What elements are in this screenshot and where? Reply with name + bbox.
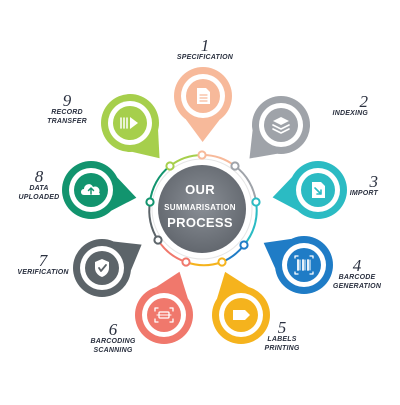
step-9-text-line1: RECORD bbox=[51, 109, 83, 116]
ring-segment-5 bbox=[185, 261, 223, 267]
step-4-text-line2: GENERATION bbox=[332, 282, 382, 290]
layers-icon bbox=[272, 117, 290, 134]
step-8-text-line2: UPLOADED bbox=[18, 193, 60, 201]
step-2-pin-tip bbox=[249, 130, 278, 159]
step-7-number: 7 bbox=[38, 251, 48, 270]
step-6-text-line1: BARCODING bbox=[90, 338, 136, 345]
step-5-label: 5 LABELS PRINTING bbox=[252, 319, 312, 353]
ring-node-6 bbox=[181, 257, 191, 267]
shield-check-icon bbox=[95, 259, 109, 277]
step-1-label: 1 SPECIFICATION bbox=[165, 37, 245, 63]
step-3-pin-tip bbox=[272, 177, 298, 211]
scanner-icon bbox=[154, 307, 174, 323]
step-4-pin-core bbox=[287, 248, 321, 282]
step-2-label: 2 INDEXING bbox=[298, 93, 368, 119]
step-8-pin bbox=[62, 161, 137, 219]
step-9-text-line2: TRANSFER bbox=[47, 117, 87, 125]
barcode-icon bbox=[294, 255, 314, 275]
ring-node-7 bbox=[153, 235, 163, 245]
step-1-text: SPECIFICATION bbox=[176, 54, 234, 61]
step-4-pin-tip bbox=[263, 238, 292, 269]
step-6-pin bbox=[135, 271, 193, 344]
ring-node-3 bbox=[251, 197, 261, 207]
step-3-label: 3 IMPORT bbox=[318, 173, 378, 199]
step-6-text-line2: SCANNING bbox=[93, 346, 133, 354]
step-9-pin-tip bbox=[132, 130, 160, 159]
file-import-icon bbox=[312, 182, 325, 198]
step-3-pin bbox=[272, 161, 347, 219]
step-4-pin bbox=[263, 236, 333, 294]
step-7-text: VERIFICATION bbox=[17, 269, 69, 276]
step-1-pin bbox=[174, 67, 232, 142]
step-5-pin bbox=[212, 271, 270, 344]
step-9-label: 9 RECORD TRANSFER bbox=[34, 92, 100, 126]
step-2-pin bbox=[249, 96, 310, 159]
step-3-number: 3 bbox=[369, 172, 379, 191]
ring-node-1 bbox=[197, 150, 207, 160]
ring-node-2 bbox=[230, 161, 240, 171]
step-5-pin-tip bbox=[217, 271, 249, 299]
step-8-text-line1: DATA bbox=[29, 185, 49, 192]
step-7-label: 7 VERIFICATION bbox=[8, 252, 78, 278]
step-6-pin-tip bbox=[156, 271, 188, 299]
step-6-label: 6 BARCODING SCANNING bbox=[78, 321, 148, 355]
center-disc bbox=[158, 165, 246, 253]
step-4-label: 4 BARCODE GENERATION bbox=[318, 257, 396, 291]
step-2-number: 2 bbox=[359, 92, 369, 111]
ring-node-5 bbox=[217, 257, 227, 267]
step-7-pin bbox=[73, 239, 142, 297]
label-tag-icon bbox=[233, 310, 250, 320]
step-3-text: IMPORT bbox=[349, 190, 378, 197]
step-5-number: 5 bbox=[277, 318, 287, 337]
step-7-pin-tip bbox=[113, 241, 142, 271]
step-1-pin-tip bbox=[185, 119, 220, 142]
step-6-number: 6 bbox=[108, 320, 118, 339]
step-2-text: INDEXING bbox=[332, 110, 368, 117]
center-title-line2: SUMMARISATION bbox=[164, 203, 236, 212]
step-8-label: 8 DATA UPLOADED bbox=[10, 168, 68, 202]
step-8-pin-tip bbox=[111, 177, 137, 211]
step-8-number: 8 bbox=[34, 167, 44, 186]
step-4-text-line1: BARCODE bbox=[338, 274, 376, 281]
step-1-number: 1 bbox=[200, 36, 210, 55]
step-4-number: 4 bbox=[352, 256, 362, 275]
cloud-upload-icon bbox=[81, 184, 101, 195]
center-title-line3: PROCESS bbox=[167, 215, 233, 230]
step-9-number: 9 bbox=[62, 91, 72, 110]
ring-node-9 bbox=[165, 161, 175, 171]
ring-node-4 bbox=[239, 240, 249, 250]
step-9-pin bbox=[101, 94, 160, 159]
step-5-text-line1: LABELS bbox=[267, 336, 297, 343]
document-icon bbox=[197, 88, 210, 104]
center-title-line1: OUR bbox=[185, 182, 215, 197]
transfer-arrow-icon bbox=[120, 117, 138, 129]
ring-node-8 bbox=[145, 197, 155, 207]
step-5-text-line2: PRINTING bbox=[264, 344, 300, 352]
